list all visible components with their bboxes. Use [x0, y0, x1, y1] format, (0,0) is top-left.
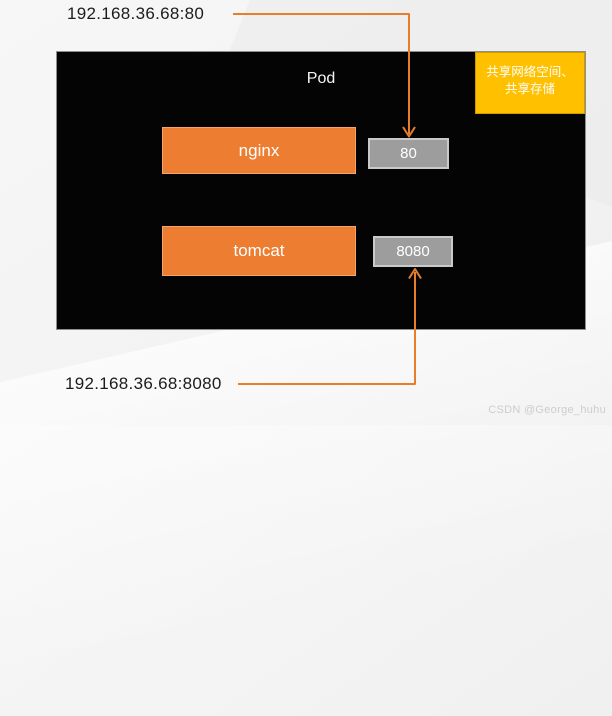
shared-note-line2: 共享存储 — [504, 82, 555, 96]
port-80-box: 80 — [368, 138, 449, 169]
annotation-ip-port-8080: 192.168.36.68:8080 — [65, 374, 222, 393]
tomcat-label: tomcat — [233, 241, 285, 260]
nginx-label: nginx — [238, 140, 280, 160]
port-80-label: 80 — [400, 145, 417, 162]
shared-note-box: 共享网络空间、 共享存储 — [475, 52, 585, 114]
port-8080-label: 8080 — [396, 243, 430, 260]
shared-note-line1: 共享网络空间、 — [486, 65, 574, 79]
pod-box: Pod 共享网络空间、 共享存储 nginx 80 tomcat 8080 — [56, 51, 586, 330]
annotation-ip-port-80: 192.168.36.68:80 — [67, 4, 205, 23]
port-8080-box: 8080 — [373, 236, 453, 267]
nginx-container-box: nginx — [162, 127, 356, 174]
tomcat-container-box: tomcat — [162, 226, 356, 276]
watermark-label: CSDN @George_huhu — [488, 404, 606, 416]
